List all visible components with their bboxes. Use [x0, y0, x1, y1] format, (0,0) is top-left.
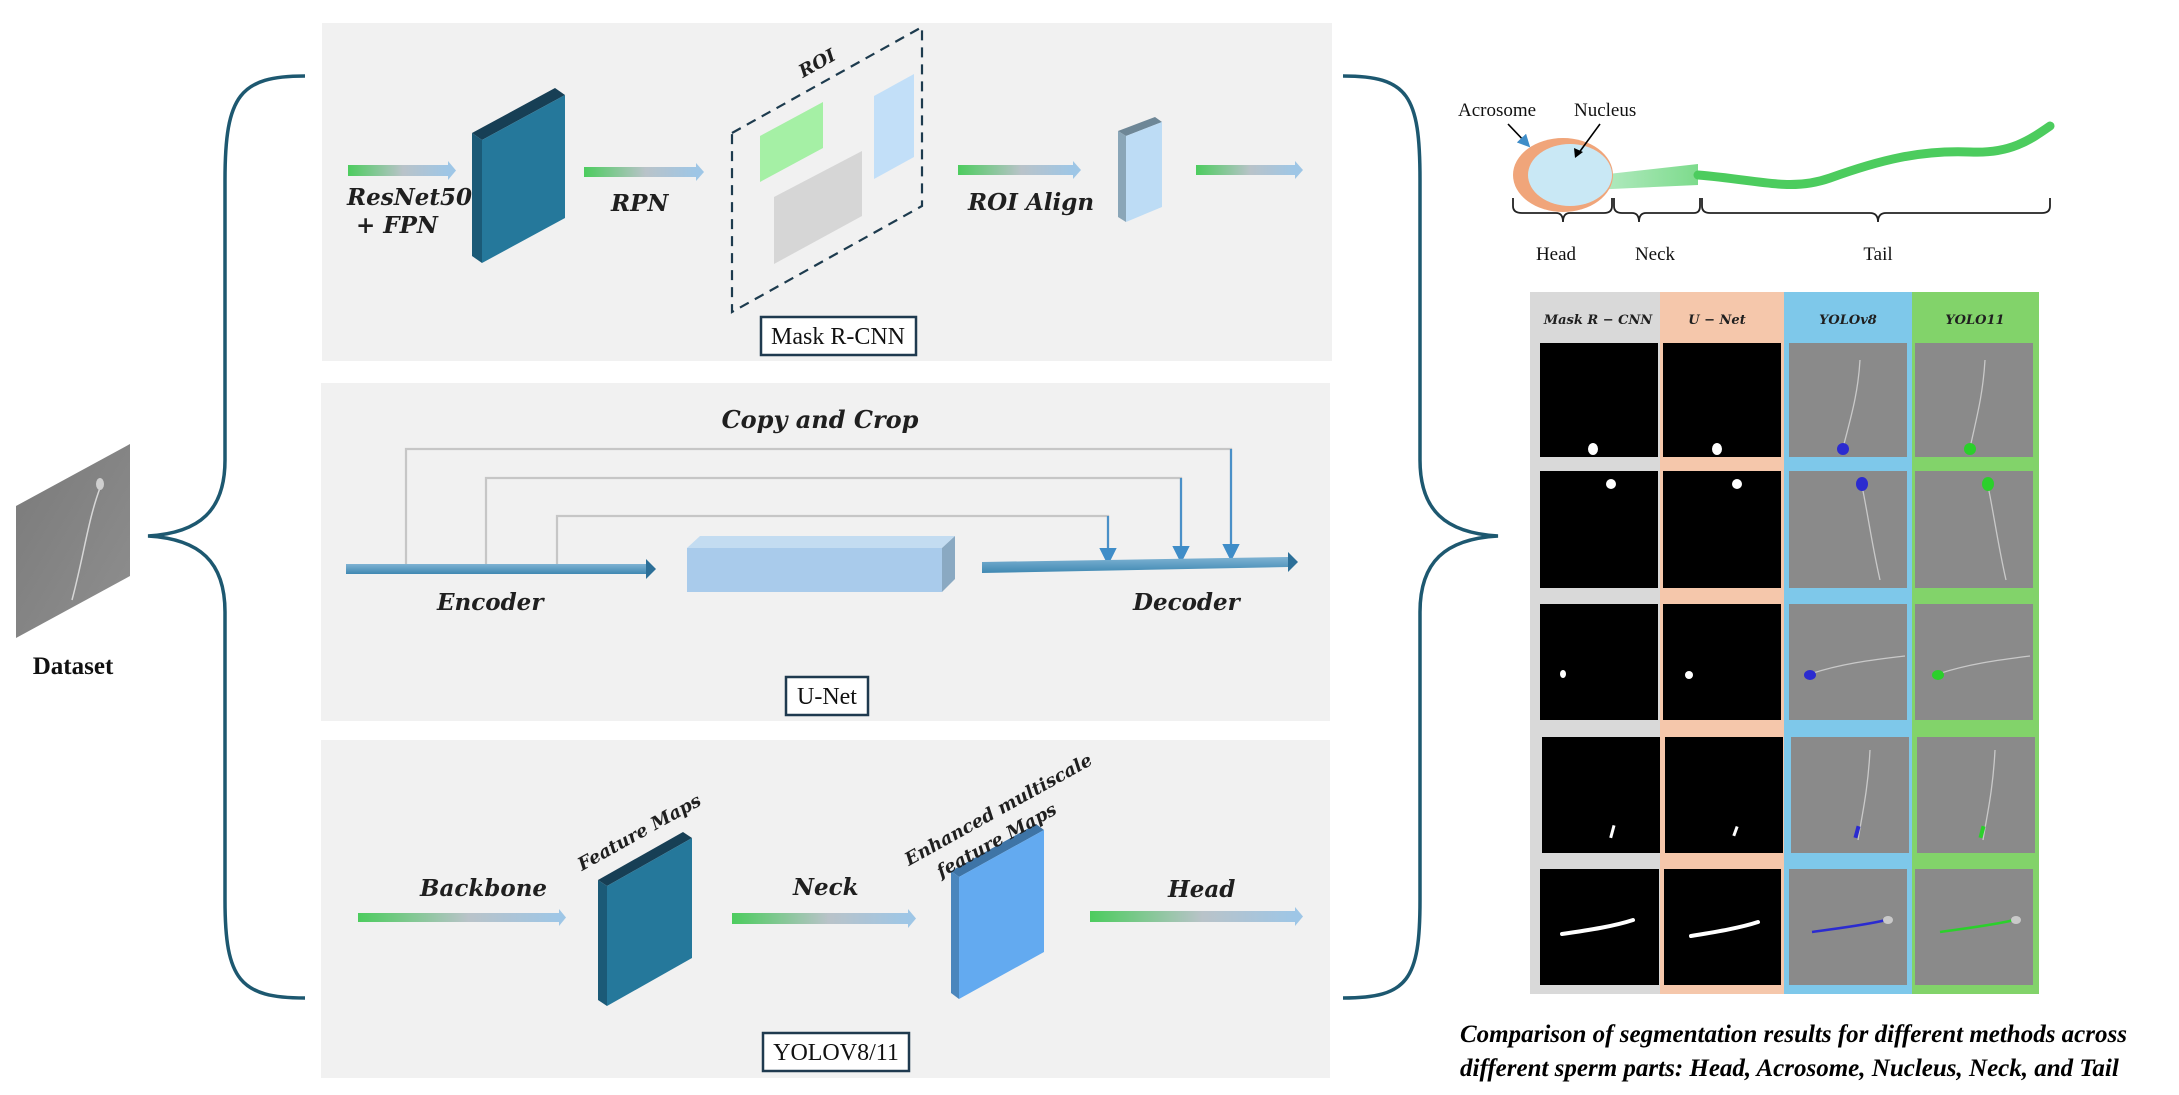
result-cell — [1540, 604, 1658, 720]
col-header-yolo11: YOLO11 — [1945, 313, 2004, 328]
enhanced-feature-map-block — [951, 824, 1044, 999]
nucleus-label: Nucleus — [1574, 100, 1636, 121]
sperm-part-brackets — [1512, 198, 2051, 223]
roi-region — [730, 25, 924, 314]
arrow-roi-align — [958, 165, 1073, 175]
result-cell — [1915, 604, 2033, 720]
roi-align-label: ROI Align — [967, 189, 1094, 216]
results-caption: Comparison of segmentation results for d… — [1460, 1021, 2127, 1082]
arrow-output-mrcnn — [1196, 165, 1295, 175]
yolo-title: YOLOV8/11 — [773, 1040, 899, 1066]
mask-rcnn-title-box — [759, 315, 918, 357]
yolo-title-box — [761, 1031, 911, 1073]
tail-part-label: Tail — [1863, 244, 1892, 265]
dataset-image — [16, 444, 130, 638]
arrow-backbone — [358, 913, 559, 922]
neck-part-label: Neck — [1635, 244, 1676, 265]
head-label: Head — [1167, 876, 1235, 903]
result-cell — [1540, 343, 1658, 457]
head-part-label: Head — [1536, 244, 1577, 265]
result-cell — [1789, 604, 1907, 720]
result-cell — [1665, 737, 1783, 853]
rpn-label: RPN — [610, 190, 669, 217]
acrosome-label: Acrosome — [1458, 100, 1536, 121]
arrow-head — [1090, 911, 1295, 922]
skip-connections — [404, 447, 1240, 566]
unet-title: U-Net — [797, 684, 857, 710]
yolo-panel — [321, 740, 1330, 1078]
sperm-diagram — [1513, 121, 2055, 212]
encoder-bar — [346, 559, 656, 579]
yolo-feature-map-block — [598, 832, 692, 1006]
result-cell — [1542, 737, 1660, 853]
arrow-neck — [732, 913, 908, 924]
resnet50-label: ResNet50 — [346, 184, 472, 211]
fpn-label: + FPN — [356, 212, 439, 239]
roi-align-block — [1118, 117, 1162, 222]
left-brace — [147, 74, 306, 1000]
result-cell — [1915, 343, 2033, 457]
right-brace — [1342, 74, 1499, 1000]
result-cell — [1789, 471, 1907, 588]
col-header-yolov8: YOLOv8 — [1819, 313, 1877, 328]
result-cell — [1540, 471, 1658, 588]
result-cell — [1663, 471, 1781, 588]
neck-label: Neck — [792, 874, 859, 901]
copy-crop-label: Copy and Crop — [722, 405, 919, 434]
results-grid: Mask R − CNN U − Net YOLOv8 YOLO11 — [1530, 292, 2039, 994]
col-header-mask-rcnn: Mask R − CNN — [1543, 313, 1654, 328]
arrow-rpn — [584, 167, 696, 177]
bottleneck-block — [687, 536, 955, 592]
mask-rcnn-title: Mask R-CNN — [771, 324, 905, 350]
backbone-feature-block — [472, 88, 565, 263]
acrosome-pointer — [1507, 123, 1531, 148]
backbone-label: Backbone — [419, 875, 547, 902]
decoder-label: Decoder — [1132, 589, 1242, 616]
unet-title-box — [784, 675, 870, 717]
result-cell — [1917, 737, 2035, 853]
result-cell — [1663, 343, 1781, 457]
encoder-label: Encoder — [436, 589, 545, 616]
result-cell — [1915, 471, 2033, 588]
arrow-input-mrcnn — [348, 165, 448, 176]
result-cell — [1791, 737, 1909, 853]
decoder-bar — [982, 552, 1298, 573]
result-cell — [1789, 343, 1907, 457]
dataset-label: Dataset — [33, 653, 114, 680]
nucleus-pointer — [1577, 123, 1601, 155]
result-cell — [1664, 869, 1781, 985]
col-header-unet: U − Net — [1688, 313, 1745, 328]
result-cell — [1663, 604, 1781, 720]
